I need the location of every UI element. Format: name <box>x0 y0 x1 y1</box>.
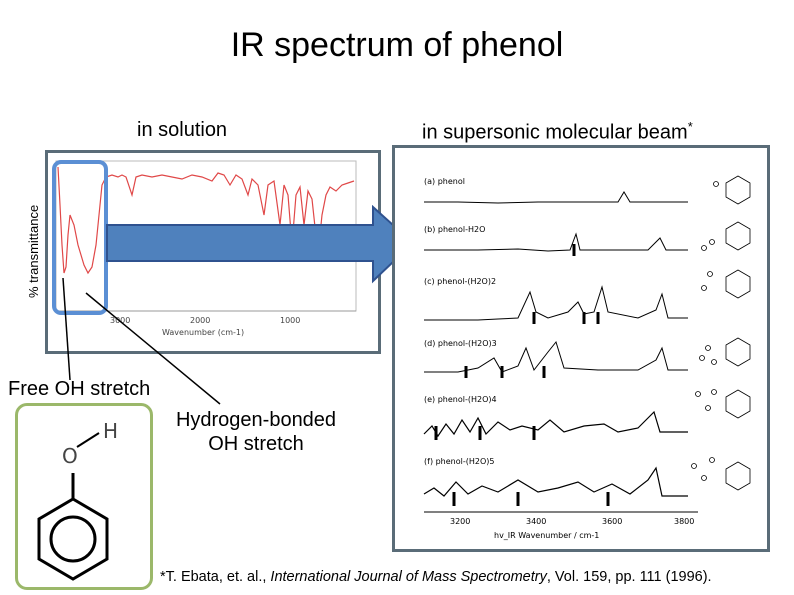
beam-spectra-plot: (a) phenol (b) phenol-H2O (c) phenol-(H2… <box>423 175 751 540</box>
citation-journal: International Journal of Mass Spectromet… <box>270 569 547 585</box>
cluster-sketch-d <box>699 337 751 367</box>
free-oh-label: Free OH stretch <box>8 378 151 400</box>
beam-panel-label-star: * <box>687 119 693 134</box>
cluster-sketch-f <box>691 457 751 491</box>
phenol-structure: O H <box>37 419 118 581</box>
beam-x-tick-3400: 3400 <box>526 517 546 526</box>
hbond-label: Hydrogen-bonded OH stretch <box>172 408 340 456</box>
trace-label-d: (d) phenol-(H2O)3 <box>424 339 497 348</box>
benzene-ring <box>37 497 109 581</box>
trace-label-e: (e) phenol-(H2O)4 <box>424 395 497 404</box>
hbond-label-line1: Hydrogen-bonded <box>175 409 337 431</box>
cluster-sketch-a <box>713 175 751 205</box>
hbond-label-line2: OH stretch <box>208 433 304 455</box>
trace-f <box>423 466 688 497</box>
trace-label-f: (f) phenol-(H2O)5 <box>424 457 494 466</box>
x-tick-1000: 1000 <box>280 316 300 325</box>
beam-panel-label-text: in supersonic molecular beam <box>422 121 688 144</box>
oxygen-label: O <box>62 444 78 468</box>
beam-x-tick-3600: 3600 <box>602 517 622 526</box>
beam-panel-label: in supersonic molecular beam* <box>422 119 693 145</box>
hydrogen-label: H <box>103 419 118 443</box>
solution-panel-label: in solution <box>137 119 228 141</box>
trace-b <box>424 232 688 252</box>
trace-c <box>424 285 688 321</box>
o-h-bond <box>76 432 100 448</box>
cluster-sketch-b <box>701 221 751 251</box>
trace-a <box>424 191 688 204</box>
citation-prefix: *T. Ebata, et. al., <box>160 569 271 585</box>
cluster-sketch-c <box>701 269 751 299</box>
aromatic-circle <box>49 515 97 563</box>
solution-spectrum-trace <box>57 166 355 275</box>
hbond-pointer <box>85 292 221 405</box>
citation: *T. Ebata, et. al., International Journa… <box>160 569 712 585</box>
beam-x-tick-3800: 3800 <box>674 517 694 526</box>
citation-suffix: , Vol. 159, pp. 111 (1996). <box>546 569 712 585</box>
x-tick-2000: 2000 <box>190 316 210 325</box>
trace-d <box>424 340 688 373</box>
page-title: IR spectrum of phenol <box>230 26 564 64</box>
trace-e <box>423 410 688 438</box>
cluster-sketch-e <box>695 389 751 419</box>
free-oh-pointer <box>62 277 71 381</box>
beam-x-axis-label: hv_IR Wavenumber / cm-1 <box>494 531 599 540</box>
trace-label-b: (b) phenol-H2O <box>424 225 485 234</box>
trace-label-a: (a) phenol <box>424 177 465 186</box>
beam-x-tick-3200: 3200 <box>450 517 470 526</box>
trace-label-c: (c) phenol-(H2O)2 <box>424 277 496 286</box>
x-axis-label: Wavenumber (cm-1) <box>162 328 244 337</box>
